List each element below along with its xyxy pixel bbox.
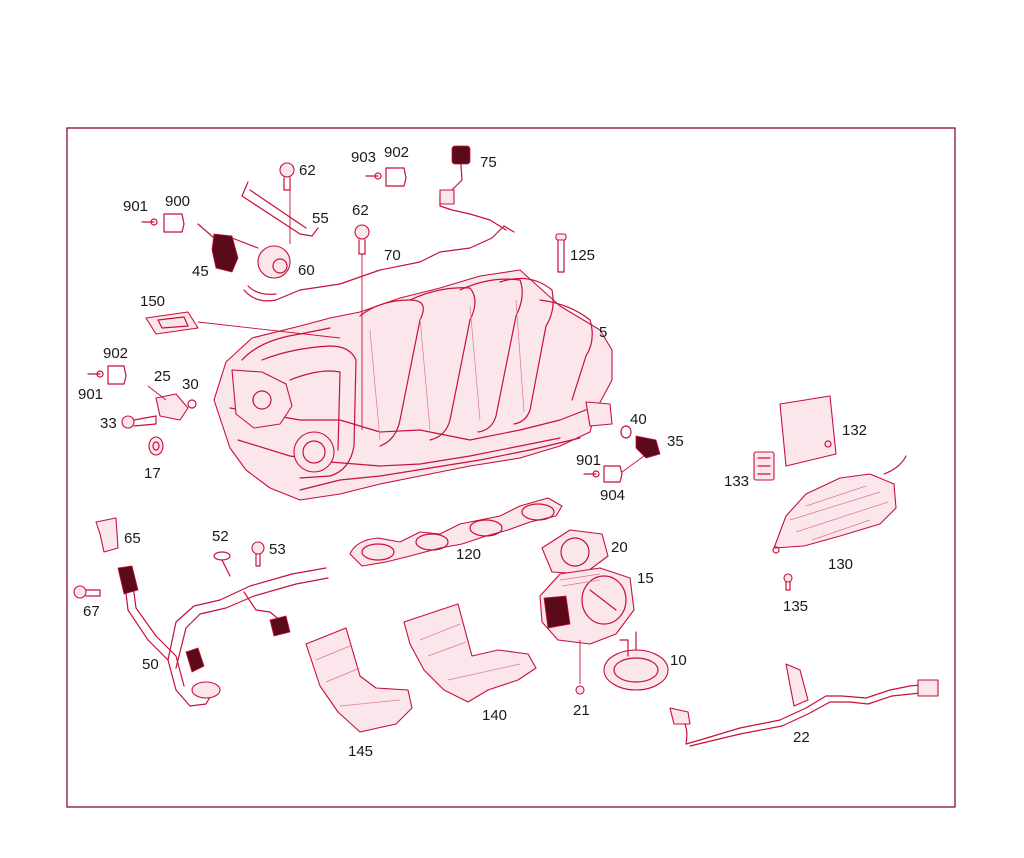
callout-45: 45 — [192, 263, 209, 280]
part-75-vacuum-fitting — [439, 145, 507, 231]
callout-132: 132 — [842, 422, 867, 439]
part-35-sensor — [635, 435, 661, 459]
callout-120: 120 — [456, 546, 481, 563]
callout-900: 900 — [165, 193, 190, 210]
part-52-washer — [213, 551, 231, 577]
part-133-clip — [753, 451, 775, 481]
callout-62-top: 62 — [299, 162, 316, 179]
intake-manifold — [213, 269, 613, 501]
part-904-connector — [583, 455, 645, 483]
callout-75: 75 — [480, 154, 497, 171]
part-33-bolt — [121, 415, 157, 429]
part-62-bolt-top — [279, 162, 295, 191]
callout-55: 55 — [312, 210, 329, 227]
part-60-valve — [231, 237, 291, 279]
callout-67: 67 — [83, 603, 100, 620]
callout-901-right: 901 — [576, 452, 601, 469]
callout-22: 22 — [793, 729, 810, 746]
callout-33: 33 — [100, 415, 117, 432]
callout-53: 53 — [269, 541, 286, 558]
part-22-hose — [669, 663, 939, 747]
callout-902-top: 902 — [384, 144, 409, 161]
callout-904: 904 — [600, 487, 625, 504]
part-20-gasket — [541, 529, 609, 575]
part-902-connector-left — [87, 365, 127, 385]
callout-21: 21 — [573, 702, 590, 719]
part-120-gasket — [349, 497, 563, 567]
part-40-oring — [620, 425, 632, 439]
callout-17: 17 — [144, 465, 161, 482]
callout-10: 10 — [670, 652, 687, 669]
callout-15: 15 — [637, 570, 654, 587]
callout-901-left: 901 — [78, 386, 103, 403]
callout-30: 30 — [182, 376, 199, 393]
part-21-bolt — [575, 640, 585, 695]
part-135-bolt — [783, 573, 793, 591]
part-140-cover — [403, 603, 537, 703]
vacuum-line-70 — [243, 225, 515, 302]
callout-135: 135 — [783, 598, 808, 615]
part-130-heat-shield — [772, 455, 907, 554]
callout-20: 20 — [611, 539, 628, 556]
callout-65: 65 — [124, 530, 141, 547]
part-55-rod — [241, 181, 319, 237]
callout-903: 903 — [351, 149, 376, 166]
callout-133: 133 — [724, 473, 749, 490]
part-10-ring — [603, 631, 669, 691]
part-145-cover — [305, 627, 413, 733]
callout-60: 60 — [298, 262, 315, 279]
callout-62-center: 62 — [352, 202, 369, 219]
part-65-bracket — [95, 517, 119, 553]
part-902-connector-top — [365, 167, 407, 187]
part-900-connector — [141, 213, 185, 233]
diagram-frame — [66, 127, 956, 808]
callout-140: 140 — [482, 707, 507, 724]
part-15-throttle-body — [539, 567, 635, 645]
callout-70: 70 — [384, 247, 401, 264]
callout-130: 130 — [828, 556, 853, 573]
callout-902-left: 902 — [103, 345, 128, 362]
callout-25: 25 — [154, 368, 171, 385]
part-62-bolt-center — [354, 224, 370, 255]
callout-40: 40 — [630, 411, 647, 428]
part-25-sensor — [147, 385, 189, 421]
part-53-bolt — [251, 541, 265, 567]
part-150-gasket — [145, 311, 341, 339]
callout-50: 50 — [142, 656, 159, 673]
part-50-wiring-harness — [117, 565, 329, 707]
callout-52: 52 — [212, 528, 229, 545]
part-125-bolt — [555, 233, 567, 273]
callout-901-top: 901 — [123, 198, 148, 215]
part-30-oring — [187, 399, 197, 409]
callout-145: 145 — [348, 743, 373, 760]
callout-125: 125 — [570, 247, 595, 264]
callout-150: 150 — [140, 293, 165, 310]
callout-35: 35 — [667, 433, 684, 450]
part-132-plate — [779, 395, 837, 467]
part-17-washer — [148, 436, 164, 456]
part-67-bolt — [73, 585, 101, 599]
callout-5: 5 — [599, 324, 607, 341]
part-45-actuator — [197, 223, 239, 273]
